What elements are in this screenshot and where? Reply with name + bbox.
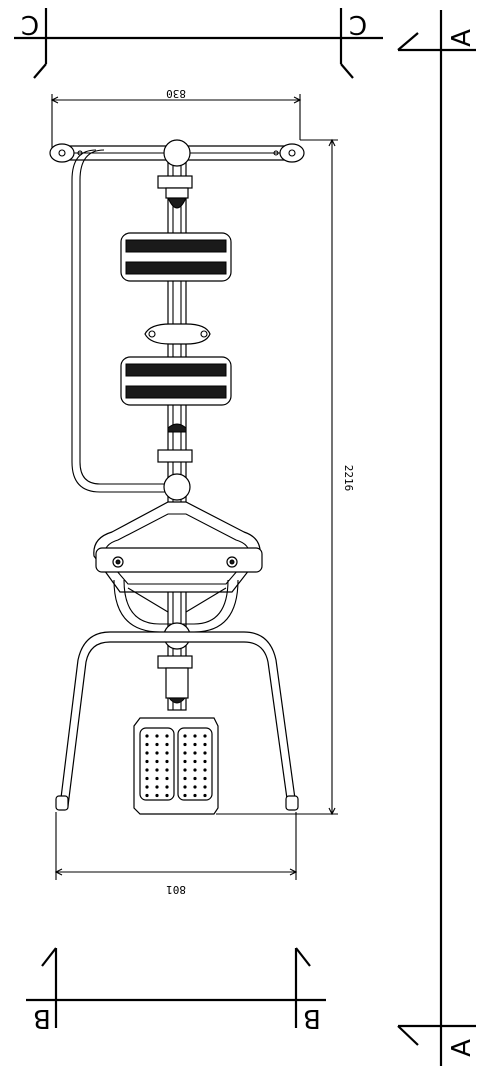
pedal-grip-dot [183,751,187,755]
side-rail [71,149,170,493]
pedal-grip-dot [193,751,197,755]
pedal-grip-dot [145,776,149,781]
pedal-grip-dot [203,776,207,781]
base-legs [55,631,299,811]
pedal-grip-dot [193,742,197,747]
pedal-grip-dot [183,768,187,772]
section-label-a-top: A [447,29,477,47]
pedal-grip-dot [165,759,169,764]
dimension-bottom-width [54,812,298,880]
pedal-grip-dot [155,751,159,755]
dimension-label-830: 830 [166,87,186,100]
top-pivot [163,139,191,167]
pedal-grip-dot [203,785,207,789]
pedal-grip-dot [155,734,159,738]
dimension-label-801: 801 [166,883,186,896]
pedal-grip-dot [183,742,187,747]
dimension-height [216,138,338,816]
pedal-grip-dot [203,742,207,747]
pedal-grip-dot [193,793,197,798]
pedal-grip-dot [193,785,197,789]
pedal-grip-dot [155,793,159,798]
dimension-label-2216: 2216 [342,465,355,492]
pedal-grip-dot [193,768,197,772]
pedal-grip-dot [165,768,169,772]
machine-outline [49,139,305,815]
section-label-b-right: B [303,1003,321,1033]
section-label-a-bottom: A [447,1039,477,1057]
pedal-grip-dot [145,759,149,764]
pedal-grip-dot [145,793,149,798]
section-label-b-left: B [33,1003,51,1033]
pedal-grip-dot [145,785,149,789]
upper-seat-pad [120,232,232,282]
pedal-grip-dot [203,768,207,772]
pedal-grip-dot [155,785,159,789]
pedal-grip-dot [183,734,187,738]
pedal-grip-dot [155,776,159,781]
pedal-grip-dot [203,751,207,755]
pedal-grip-dot [183,793,187,798]
pedal-grip-dot [165,734,169,738]
section-label-c-left: C [21,9,39,39]
pedal-grip-dot [145,742,149,747]
pedal-grip-dot [165,785,169,789]
pedal-grip-dot [155,742,159,747]
pedal-grip-dot [203,734,207,738]
pedal-grip-dot [165,776,169,781]
pedal-grip-dot [155,768,159,772]
pedal-grip-dot [183,785,187,789]
mid-bracket [144,323,211,345]
section-line-c [14,8,383,79]
section-label-c-right: C [349,9,367,39]
pedal-grip-dot [193,776,197,781]
pedal-grip-dot [165,742,169,747]
pedal-grip-dot [155,759,159,764]
mid-pivot [163,473,191,501]
pedal-grip-dot [145,751,149,755]
pedal-grip-dot [145,768,149,772]
lower-seat-pad [120,356,232,406]
pedal-grip-dot [183,776,187,781]
pedal-grip-dot [165,751,169,755]
pedal-grip-dot [145,734,149,738]
pedal-grip-dot [203,793,207,798]
foot-pedal [133,717,219,815]
section-line-b [26,947,326,1028]
dimension-top-width [50,94,302,148]
pedal-grip-dot [193,734,197,738]
pedal-grip-dot [193,759,197,764]
section-line-a [397,10,476,1066]
pedal-grip-dot [183,759,187,764]
pedal-grip-dot [165,793,169,798]
pedal-grip-dot [203,759,207,764]
